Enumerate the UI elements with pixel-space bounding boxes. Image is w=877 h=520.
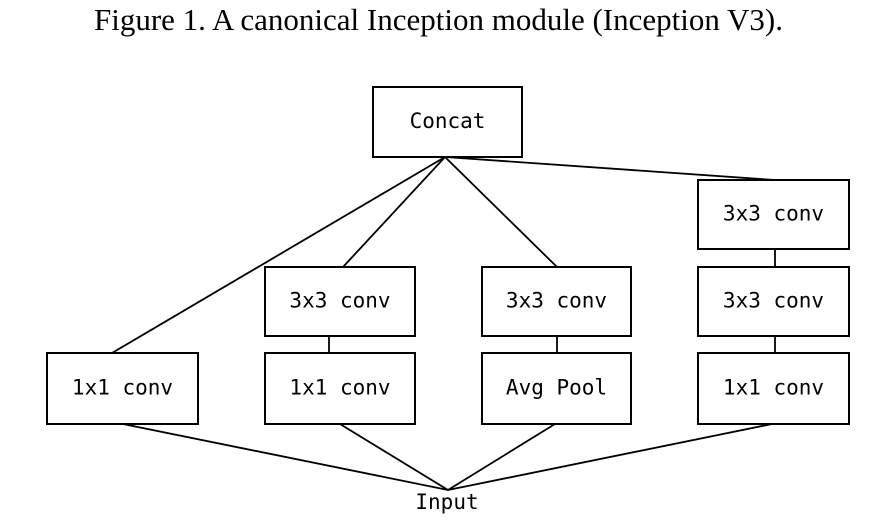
node-branch1-conv1x1: 1x1 conv xyxy=(46,352,199,425)
node-concat: Concat xyxy=(372,86,523,158)
edge-concat-branch1 xyxy=(111,156,446,354)
node-branch4-conv3x3-mid: 3x3 conv xyxy=(697,266,850,337)
node-branch2-conv1x1-label: 1x1 conv xyxy=(289,376,390,400)
node-branch4-conv3x3-top: 3x3 conv xyxy=(697,179,850,250)
node-branch2-conv1x1: 1x1 conv xyxy=(264,352,416,425)
edge-concat-branch3 xyxy=(444,156,558,268)
edge-input-branch1 xyxy=(122,423,449,491)
edge-concat-branch4 xyxy=(444,156,776,181)
edge-input-branch4 xyxy=(447,423,773,491)
node-branch3-avgpool: Avg Pool xyxy=(481,352,632,425)
figure-caption: Figure 1. A canonical Inception module (… xyxy=(93,2,783,37)
edge-concat-branch2 xyxy=(342,156,446,268)
node-branch4-conv3x3-top-label: 3x3 conv xyxy=(723,202,824,226)
node-branch3-conv3x3-label: 3x3 conv xyxy=(506,289,607,313)
node-concat-label: Concat xyxy=(410,109,486,133)
node-branch4-conv1x1-label: 1x1 conv xyxy=(723,376,824,400)
node-branch2-conv3x3-label: 3x3 conv xyxy=(289,289,390,313)
node-branch3-conv3x3: 3x3 conv xyxy=(481,266,632,337)
node-branch2-conv3x3: 3x3 conv xyxy=(264,266,416,337)
node-branch3-avgpool-label: Avg Pool xyxy=(506,376,607,400)
node-input: Input xyxy=(415,490,478,514)
node-input-label: Input xyxy=(415,490,478,514)
node-branch4-conv3x3-mid-label: 3x3 conv xyxy=(723,289,824,313)
edge-input-branch3 xyxy=(447,423,556,491)
edge-input-branch2 xyxy=(339,423,449,491)
node-branch4-conv1x1: 1x1 conv xyxy=(697,352,850,425)
edges xyxy=(111,156,776,491)
node-branch1-conv1x1-label: 1x1 conv xyxy=(72,376,173,400)
